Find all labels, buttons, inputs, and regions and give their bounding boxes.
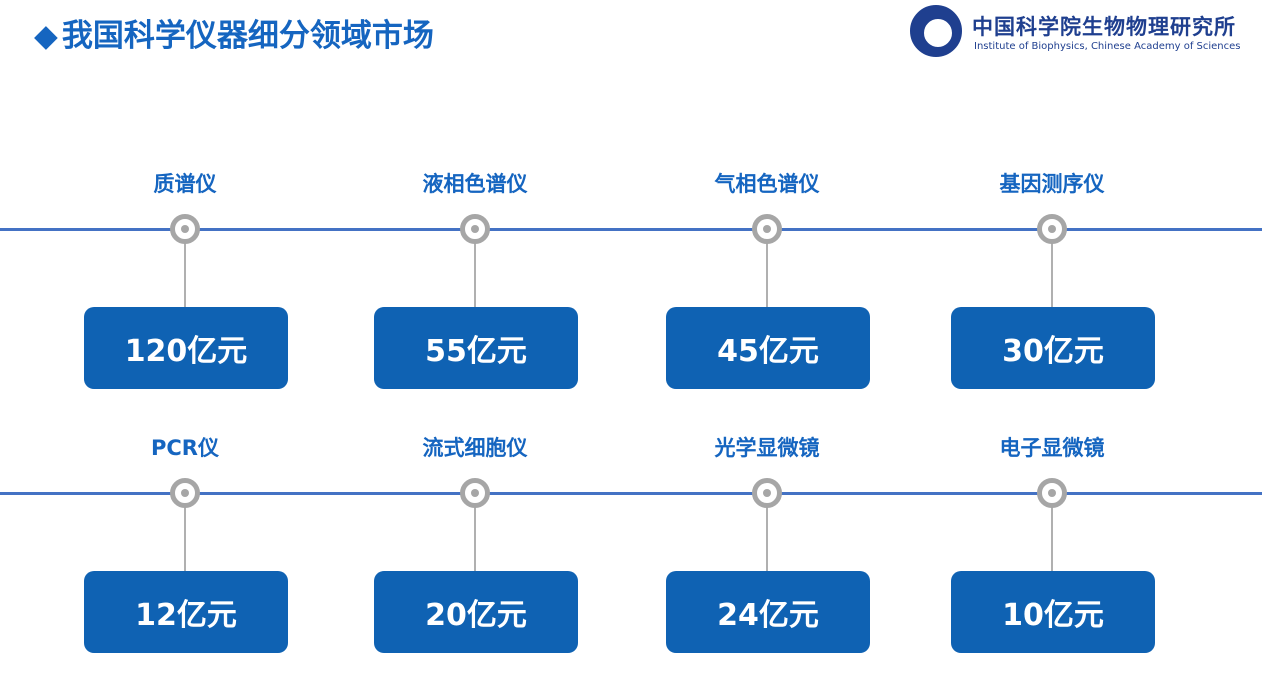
instrument-label: 液相色谱仪 [422, 172, 528, 196]
connector-line [1051, 505, 1053, 571]
timeline-line [0, 228, 1262, 231]
instrument-label: 质谱仪 [153, 172, 217, 196]
market-value-box: 55亿元 [374, 307, 578, 389]
market-value-box: 30亿元 [951, 307, 1155, 389]
timeline-node-icon [752, 478, 782, 508]
connector-line [184, 241, 186, 307]
instrument-label: 基因测序仪 [999, 172, 1105, 196]
market-value-box: 20亿元 [374, 571, 578, 653]
timeline-node-icon [170, 478, 200, 508]
connector-line [474, 505, 476, 571]
timeline-node-icon [1037, 214, 1067, 244]
instrument-label: PCR仪 [151, 436, 219, 460]
connector-line [766, 505, 768, 571]
timeline-node-icon [170, 214, 200, 244]
market-value-box: 45亿元 [666, 307, 870, 389]
instrument-label: 流式细胞仪 [422, 436, 528, 460]
instrument-label: 光学显微镜 [714, 436, 820, 460]
logo-cn: 中国科学院生物物理研究所 [972, 14, 1236, 39]
connector-line [766, 241, 768, 307]
timeline-node-icon [460, 478, 490, 508]
timeline-node-icon [752, 214, 782, 244]
connector-line [184, 505, 186, 571]
market-value-box: 24亿元 [666, 571, 870, 653]
timeline-line [0, 492, 1262, 495]
market-value-box: 10亿元 [951, 571, 1155, 653]
market-value-box: 120亿元 [84, 307, 288, 389]
logo-en: Institute of Biophysics, Chinese Academy… [974, 41, 1241, 52]
institute-logo: 中国科学院生物物理研究所 Institute of Biophysics, Ch… [910, 5, 1255, 60]
connector-line [474, 241, 476, 307]
diamond-icon: ◆ [34, 18, 58, 54]
timeline-node-icon [460, 214, 490, 244]
title-text: 我国科学仪器细分领域市场 [61, 18, 434, 54]
seal-icon [910, 5, 962, 57]
connector-line [1051, 241, 1053, 307]
timeline-node-icon [1037, 478, 1067, 508]
market-value-box: 12亿元 [84, 571, 288, 653]
instrument-label: 电子显微镜 [999, 436, 1105, 460]
page-title: ◆我国科学仪器细分领域市场 [34, 10, 434, 55]
instrument-label: 气相色谱仪 [714, 172, 820, 196]
